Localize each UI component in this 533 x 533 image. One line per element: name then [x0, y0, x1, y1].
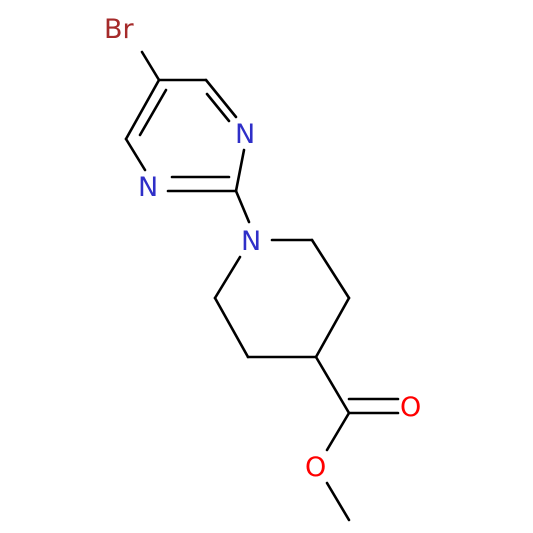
atom-n-pyrimidine-left: N — [138, 172, 158, 203]
bond-cc-cd — [213, 296, 250, 359]
atom-o-ester: O — [305, 452, 326, 483]
methyl-ester — [314, 355, 400, 522]
bond-ca-cb — [310, 238, 351, 300]
bond-c4-n3-double — [205, 92, 231, 123]
atom-n-pyrimidine-right: N — [235, 119, 255, 150]
bond-n3-c2 — [234, 148, 246, 193]
pyrimidine-ring — [124, 78, 246, 193]
bond-c2-npip — [234, 189, 251, 224]
bond-oester-methyl — [325, 481, 351, 522]
atom-o-carbonyl: O — [400, 392, 421, 423]
bond-cd-npip — [213, 255, 242, 300]
bond-c5-br — [140, 50, 161, 82]
piperidine-ring — [213, 238, 351, 359]
bond-c6-c5-double — [138, 88, 168, 137]
bond-ccarbonyl-oester — [325, 411, 351, 452]
bond-c6-c5 — [124, 78, 161, 141]
atom-n-piperidine: N — [241, 226, 261, 257]
bond-n1-c6 — [124, 137, 147, 172]
bond-cb-c4 — [314, 296, 351, 359]
atom-br: Br — [104, 14, 135, 45]
bond-c4-ccarbonyl — [314, 355, 351, 415]
bond-c4-n3 — [204, 78, 238, 119]
